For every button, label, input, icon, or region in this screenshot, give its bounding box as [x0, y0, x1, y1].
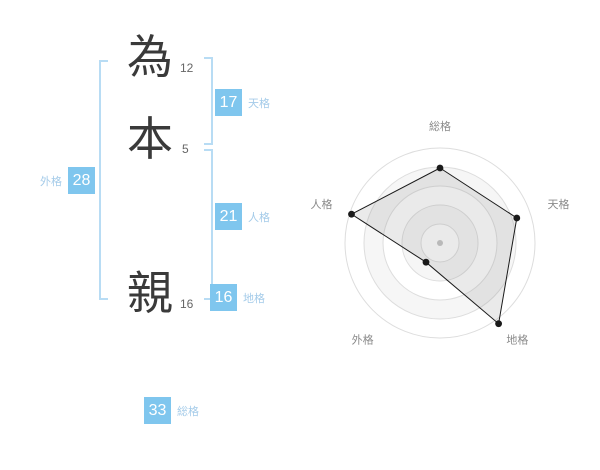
svg-text:総格: 総格 [429, 119, 451, 133]
tenkaku-value-badge: 17 [215, 89, 242, 116]
name-char-1-strokes: 12 [180, 61, 194, 75]
radar-chart: 総格天格地格 外格 人格 [305, 108, 585, 378]
svg-text:人格: 人格 [311, 197, 333, 211]
jinkaku-bracket [204, 149, 213, 300]
tenkaku-bracket [204, 57, 213, 145]
chikaku-label: 地格 [243, 292, 265, 305]
jinkaku-label: 人格 [248, 211, 270, 224]
tenkaku-row: 17 天格 [215, 89, 270, 116]
name-char-1: 為 [127, 30, 173, 84]
gaikaku-label: 外格 [40, 175, 62, 188]
gaikaku-value-badge: 28 [68, 167, 95, 194]
jinkaku-value-badge: 21 [215, 203, 242, 230]
jinkaku-row: 21 人格 [215, 203, 270, 230]
tenkaku-label: 天格 [248, 97, 270, 110]
soukaku-label: 総格 [177, 405, 199, 418]
name-char-2: 本 [127, 112, 173, 166]
gaikaku-row: 外格 28 [40, 167, 95, 194]
name-char-2-strokes: 5 [182, 142, 189, 156]
soukaku-value-badge: 33 [144, 397, 171, 424]
name-char-3: 親 [127, 266, 173, 320]
svg-text:外格: 外格 [352, 332, 374, 346]
svg-text:天格: 天格 [548, 197, 570, 211]
svg-text:地格: 地格 [506, 332, 528, 346]
soukaku-row: 33 総格 [144, 397, 199, 424]
gaikaku-bracket [99, 60, 108, 300]
name-char-3-strokes: 16 [180, 297, 194, 311]
chikaku-value-badge: 16 [210, 284, 237, 311]
chikaku-row: 16 地格 [210, 284, 265, 311]
